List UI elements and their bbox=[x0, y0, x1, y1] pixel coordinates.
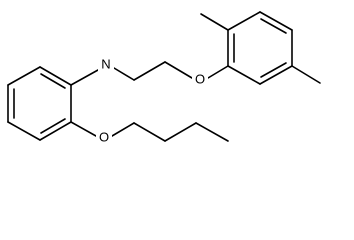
bond-c3-c4 bbox=[7, 121, 41, 141]
bond-c6-c1-inner bbox=[40, 73, 66, 89]
bond-oxygen-ring bbox=[207, 65, 229, 79]
bond-r5-r6-inner bbox=[260, 62, 287, 78]
bond-ring-nitrogen bbox=[70, 69, 99, 86]
bond-r3-r4 bbox=[259, 11, 293, 31]
ether-oxygen-label: O bbox=[195, 72, 205, 87]
bond-ch2-oxygen bbox=[164, 61, 193, 79]
nitrogen-label: N bbox=[101, 57, 110, 72]
bond-r5-r6 bbox=[259, 65, 293, 85]
atom-ether-oxygen: O bbox=[192, 71, 208, 87]
bond-c5-c6 bbox=[7, 66, 41, 86]
bond-c2-c3 bbox=[39, 121, 72, 141]
bond-butyl-c3-c4 bbox=[195, 122, 229, 142]
bond-nitrogen-ch2 bbox=[113, 67, 135, 81]
bond-r6-r1 bbox=[227, 65, 261, 85]
bond-ring-butoxy-oxygen bbox=[70, 121, 97, 137]
atom-nitrogen: N bbox=[98, 56, 114, 72]
bond-r2-r3 bbox=[227, 11, 261, 31]
atom-butoxy-oxygen: O bbox=[96, 129, 112, 145]
chemical-structure-diagram: N O O bbox=[7, 11, 321, 145]
bond-c2-c3-inner bbox=[40, 118, 66, 134]
bond-r3-r4-inner bbox=[260, 18, 287, 34]
bond-c6-c1 bbox=[39, 66, 72, 86]
bond-butyl-c2-c3 bbox=[164, 122, 197, 142]
methyl-bond-meta bbox=[291, 65, 321, 84]
aniline-ring bbox=[7, 66, 72, 141]
bond-butyl-c1-c2 bbox=[133, 122, 166, 142]
bond-butoxy-oxygen-c1 bbox=[111, 122, 135, 137]
bond-ch2-ch2 bbox=[133, 61, 166, 81]
butoxy-oxygen-label: O bbox=[99, 130, 109, 145]
methyl-bond-ortho bbox=[200, 13, 229, 31]
dimethylphenyl-ring bbox=[227, 11, 293, 85]
